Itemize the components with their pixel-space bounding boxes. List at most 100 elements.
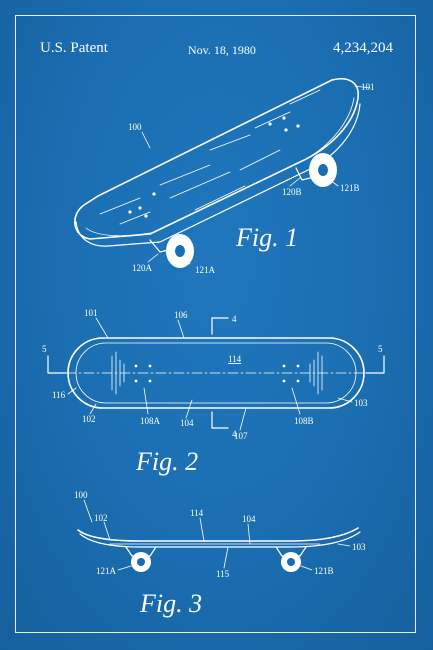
- fig2-ref-101: 101: [84, 308, 98, 318]
- fig2-top-view: 101 106 4 4 5 5 114 116 102 108A 104 107…: [42, 308, 385, 476]
- fig2-section4-bottom: [211, 411, 229, 429]
- fig1-shade-6: [254, 111, 291, 129]
- fig1-shade-8: [99, 197, 141, 215]
- fig2-ref-4-bottom: 4: [232, 429, 237, 439]
- fig3-leader-104: [247, 523, 251, 545]
- fig2-ref-108b: 108B: [294, 416, 314, 426]
- fig2-ref-114: 114: [228, 354, 242, 364]
- fig2-ref-103: 103: [354, 398, 368, 408]
- patent-label: U.S. Patent: [40, 40, 108, 56]
- fig1-ref-121a: 121A: [195, 265, 216, 275]
- fig1-bolt: [268, 122, 272, 126]
- fig2-ref-106: 106: [174, 310, 188, 320]
- fig1-ref-100: 100: [128, 122, 142, 132]
- fig1-shade-3: [209, 134, 251, 151]
- fig3-ref-114: 114: [190, 508, 204, 518]
- fig3-leader-121a: [117, 565, 132, 571]
- patent-date: Nov. 18, 1980: [188, 43, 256, 57]
- fig1-bolt: [128, 210, 132, 214]
- fig1-shade-1: [159, 164, 211, 186]
- fig1-bolt: [282, 116, 286, 120]
- fig1-nose-line: [303, 97, 355, 161]
- border-frame: [15, 15, 416, 633]
- fig2-bolt: [148, 379, 152, 383]
- fig3-wheel-hub-b: [287, 558, 295, 566]
- fig2-caption: Fig. 2: [135, 447, 198, 476]
- fig2-ref-5-left: 5: [42, 344, 47, 354]
- fig2-bolt: [296, 379, 300, 383]
- fig2-section4-top: [211, 317, 229, 335]
- fig1-skateboard: 100 101 120A 121A 120B 121B Fig. 1: [74, 78, 375, 275]
- fig2-tail-ribs: [111, 351, 125, 395]
- fig1-bolt: [296, 124, 300, 128]
- fig1-bolt: [284, 128, 288, 132]
- fig2-bolt: [282, 364, 286, 368]
- fig2-bolt: [134, 364, 138, 368]
- fig2-leader-107: [239, 407, 247, 431]
- fig2-ref-116: 116: [52, 390, 66, 400]
- fig2-section5-left: [47, 355, 67, 374]
- fig1-ref-120b: 120B: [282, 187, 302, 197]
- fig3-deck-bottom: [79, 531, 361, 548]
- fig1-shade-7: [289, 89, 321, 105]
- fig2-ref-107: 107: [234, 431, 248, 441]
- fig1-shade-2: [169, 171, 231, 199]
- fig2-nose-ribs: [309, 351, 323, 395]
- fig1-bolt: [144, 214, 148, 218]
- fig3-ref-121b: 121B: [314, 566, 334, 576]
- fig2-leader-106: [177, 319, 185, 339]
- fig3-ref-103: 103: [352, 542, 366, 552]
- fig2-leader-108b: [291, 387, 301, 415]
- fig1-leader-120b: [289, 177, 301, 187]
- fig2-bolt: [282, 379, 286, 383]
- fig3-ref-115: 115: [216, 569, 230, 579]
- fig2-section5-right: [365, 355, 385, 374]
- fig3-wheel-hub-a: [137, 558, 145, 566]
- fig3-leader-102: [103, 521, 111, 541]
- fig3-leader-103: [337, 543, 351, 547]
- fig2-bolt: [134, 379, 138, 383]
- fig1-deck-top: [74, 78, 359, 240]
- patent-number: 4,234,204: [333, 40, 393, 56]
- fig3-leader-114: [199, 517, 205, 542]
- fig2-leader-101: [95, 317, 109, 339]
- fig2-ref-104: 104: [180, 418, 194, 428]
- fig2-bolt: [296, 364, 300, 368]
- fig1-wheel-hub-b: [318, 164, 328, 176]
- fig3-side-view: 100 102 114 104 103 121A 115 121B Fig. 3: [74, 490, 366, 618]
- fig1-leader-121a: [181, 257, 191, 265]
- fig2-leader-102: [89, 403, 97, 415]
- fig3-leader-100: [83, 499, 93, 523]
- fig3-leader-115: [223, 546, 229, 569]
- fig2-leader-108a: [143, 387, 149, 415]
- fig1-ref-121b: 121B: [340, 183, 360, 193]
- fig1-leader-121b: [329, 179, 339, 187]
- fig3-leader-121b: [300, 565, 313, 571]
- fig3-deck-top: [77, 527, 359, 542]
- fig1-leader-101: [354, 85, 371, 89]
- fig1-tail-line: [85, 227, 151, 237]
- fig1-ref-101: 101: [361, 82, 375, 92]
- fig1-shade-5: [194, 185, 246, 211]
- fig1-wheel-hub-a: [175, 245, 185, 257]
- fig2-ref-108a: 108A: [140, 416, 161, 426]
- fig1-deck-edge: [75, 103, 361, 247]
- fig1-caption: Fig. 1: [235, 223, 298, 252]
- fig1-leader-120a: [147, 253, 159, 263]
- fig2-ref-4-top: 4: [232, 314, 237, 324]
- fig3-ref-102: 102: [94, 513, 108, 523]
- fig2-ref-5-right: 5: [378, 344, 383, 354]
- fig1-bolt: [152, 192, 156, 196]
- fig3-ref-100: 100: [74, 490, 88, 500]
- fig1-shade-4: [239, 149, 281, 171]
- fig1-ref-120a: 120A: [132, 263, 153, 273]
- fig2-leader-104: [185, 399, 193, 419]
- fig1-shade-9: [119, 211, 151, 225]
- fig1-leader-100: [141, 131, 151, 149]
- fig3-ref-104: 104: [242, 514, 256, 524]
- fig3-caption: Fig. 3: [139, 589, 202, 618]
- fig2-leader-103: [337, 397, 353, 403]
- fig1-bolt: [138, 206, 142, 210]
